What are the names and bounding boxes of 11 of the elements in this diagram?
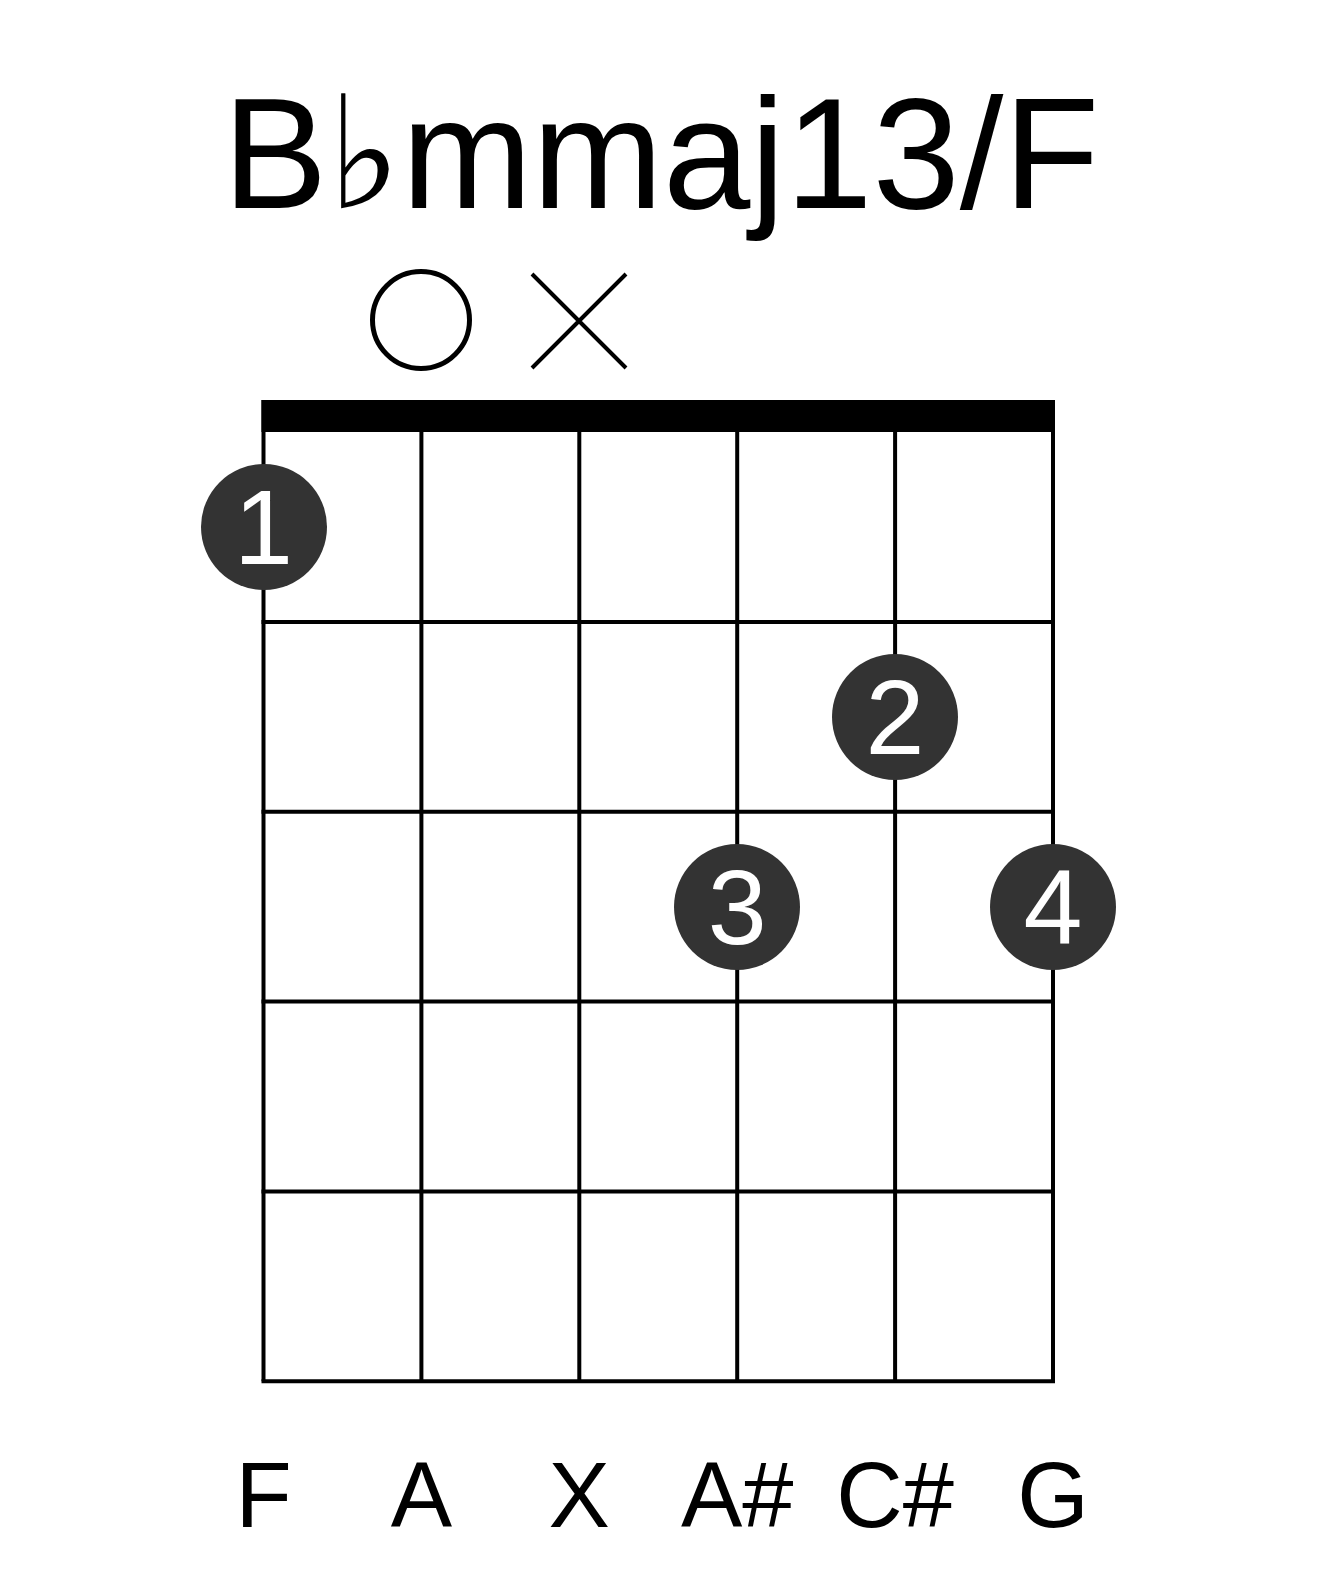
string-note-label: F bbox=[235, 1449, 292, 1541]
string-note-label: A bbox=[390, 1449, 453, 1541]
finger-number: 2 bbox=[865, 663, 925, 770]
finger-number: 4 bbox=[1023, 853, 1083, 960]
string-note-label: A# bbox=[680, 1449, 794, 1541]
finger-number: 1 bbox=[234, 474, 293, 580]
string-note-label: C# bbox=[836, 1449, 954, 1541]
chord-title: B♭mmaj13/F bbox=[221, 65, 1101, 243]
finger-number: 3 bbox=[707, 853, 767, 960]
string-note-label: G bbox=[1017, 1449, 1089, 1541]
string-note-label: X bbox=[548, 1449, 610, 1541]
